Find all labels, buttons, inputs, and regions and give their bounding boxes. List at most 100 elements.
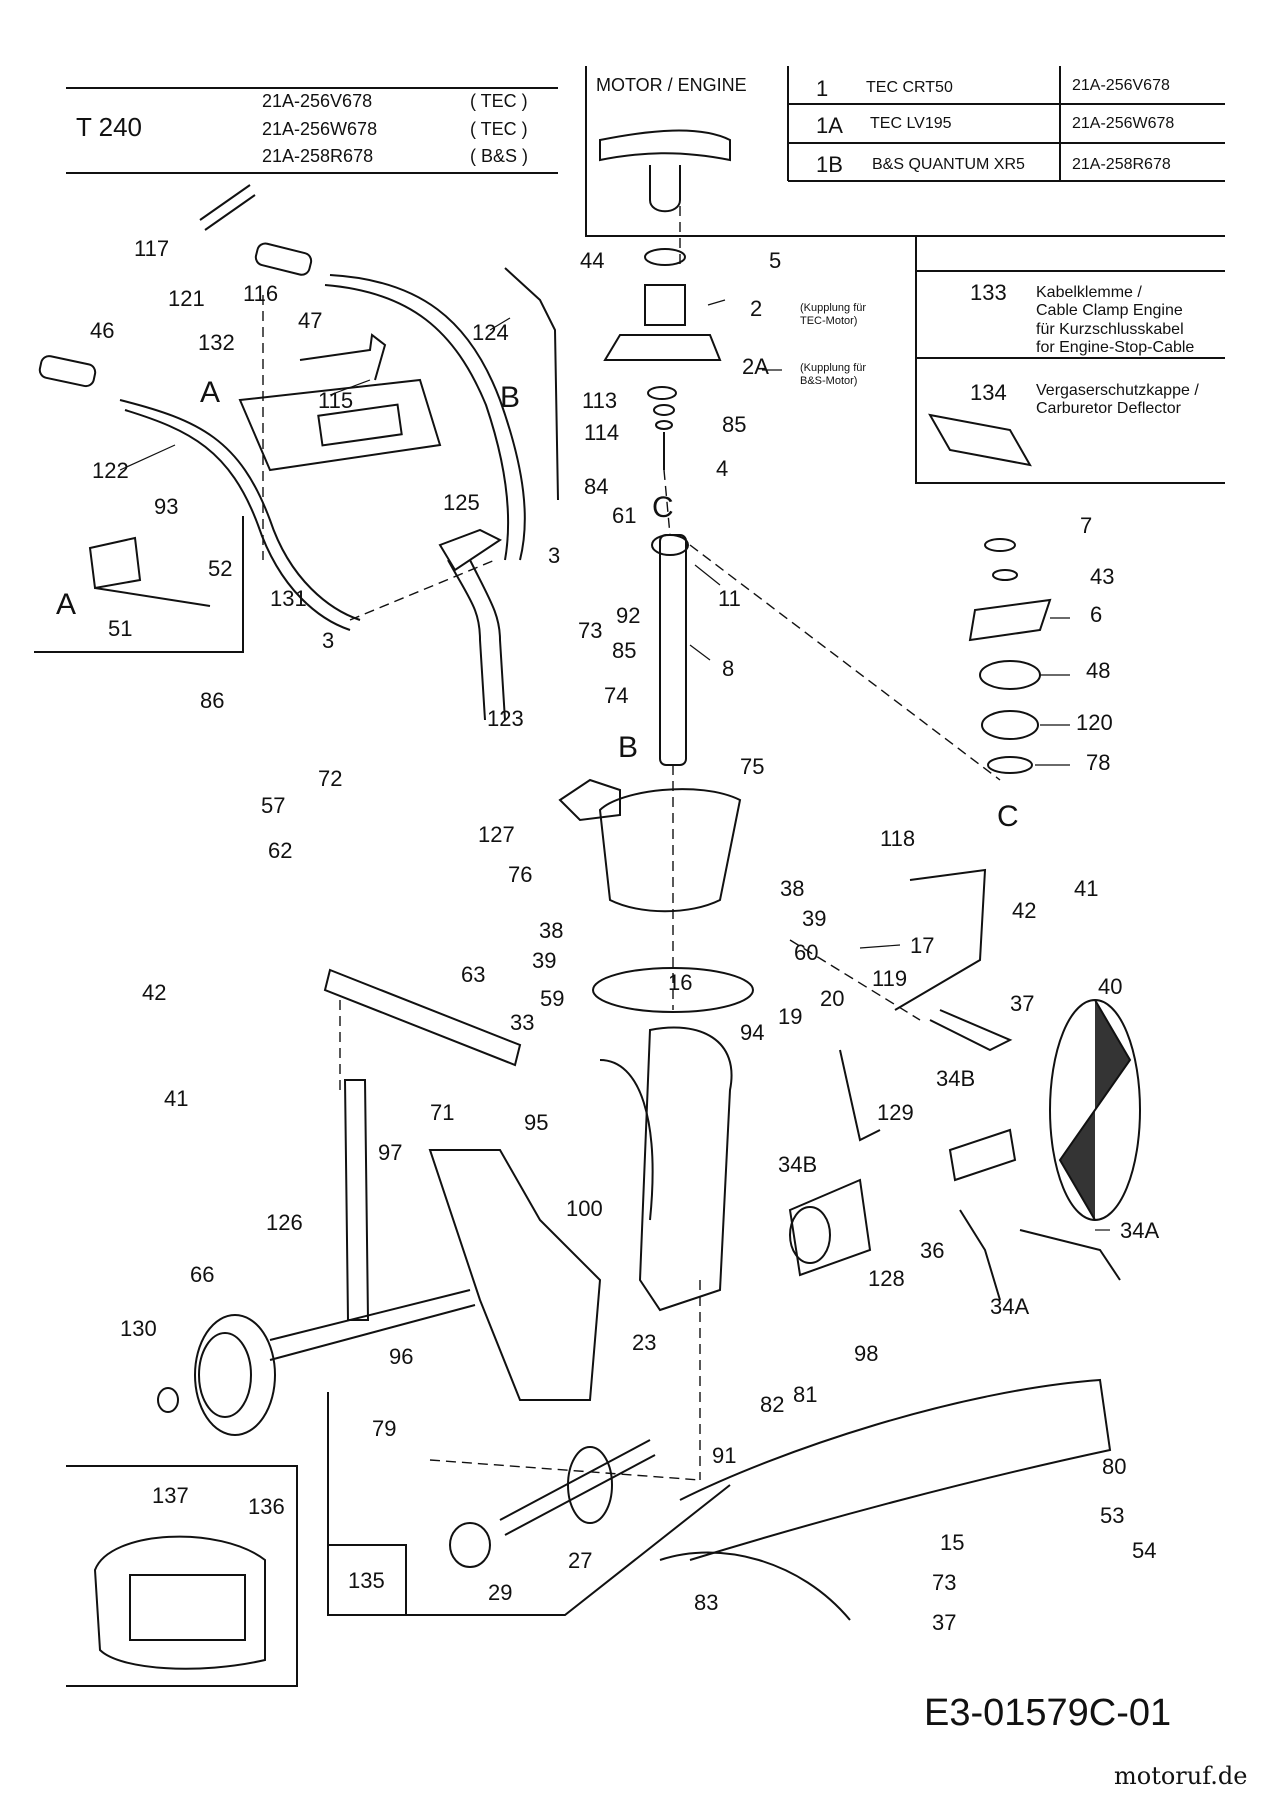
part-callout: 119 (872, 966, 908, 991)
part-callout: 34B (936, 1066, 976, 1091)
part-callout: 76 (508, 862, 533, 887)
part-callout: 66 (190, 1262, 215, 1287)
part-callout: 136 (248, 1494, 285, 1519)
coupling-note-tec: (Kupplung für TEC-Motor) (800, 302, 867, 327)
part-callout: 122 (92, 458, 129, 483)
part-callout: 48 (1086, 658, 1111, 683)
part-callout: 42 (1012, 898, 1037, 923)
section-letter: C (652, 491, 674, 524)
document-id: E3-01579C-01 (924, 1692, 1172, 1734)
part-callout: 83 (694, 1590, 719, 1615)
part-callout: 39 (532, 948, 557, 973)
part-callout: 2 (750, 296, 763, 321)
part-callout: 11 (718, 586, 741, 611)
part-callout: 39 (802, 906, 827, 931)
section-letter: B (500, 381, 521, 414)
part-callout: 73 (578, 618, 603, 643)
part-callout: 46 (90, 318, 115, 343)
part-callout: 51 (108, 616, 133, 641)
part-callout: 117 (134, 236, 170, 261)
part-callout: 127 (478, 822, 515, 847)
engine-name: B&S QUANTUM XR5 (872, 156, 1025, 173)
part-callout: 23 (632, 1330, 657, 1355)
part-callout: 75 (740, 754, 765, 779)
variant-code: 21A-256W678 (262, 119, 378, 139)
part-callout: 116 (243, 281, 279, 306)
part-callout: 113 (582, 388, 618, 413)
part-callout: 6 (1090, 602, 1103, 627)
note-ref: 133 (970, 280, 1007, 305)
part-callout: 41 (164, 1086, 189, 1111)
part-callout: 40 (1098, 974, 1123, 999)
part-callout: 72 (318, 766, 343, 791)
variant-engine: ( TEC ) (470, 119, 528, 139)
note-text: Kabelklemme / Cable Clamp Engine für Kur… (1036, 284, 1195, 357)
engine-code: 21A-258R678 (1072, 156, 1171, 173)
part-callout: 86 (200, 688, 225, 713)
part-callout: 95 (524, 1110, 549, 1135)
part-callout: 118 (880, 826, 916, 851)
coupling-note-bs: (Kupplung für B&S-Motor) (800, 362, 867, 387)
variant-code: 21A-256V678 (262, 91, 373, 111)
part-callout: 38 (780, 876, 805, 901)
part-callout: 80 (1102, 1454, 1127, 1479)
engine-ref: 1 (816, 76, 829, 101)
part-callout: 52 (208, 556, 233, 581)
part-callout: 37 (1010, 991, 1035, 1016)
part-callout: 92 (616, 603, 641, 628)
part-callout: 4 (716, 456, 729, 481)
part-callout: 130 (120, 1316, 157, 1341)
part-callout: 20 (820, 986, 845, 1011)
section-letter: A (200, 376, 221, 409)
variant-code: 21A-258R678 (262, 146, 374, 166)
part-callout: 71 (430, 1100, 455, 1125)
part-callout: 124 (472, 320, 509, 345)
part-callout: 78 (1086, 750, 1111, 775)
part-callout: 17 (910, 933, 935, 958)
part-callout: 126 (266, 1210, 303, 1235)
part-callout: 7 (1080, 513, 1093, 538)
part-callout: 61 (612, 503, 637, 528)
part-callout: 73 (932, 1570, 957, 1595)
part-callout: 2A (742, 354, 769, 379)
part-callout: 15 (940, 1530, 965, 1555)
part-callout: 37 (932, 1610, 957, 1635)
part-callout: 33 (510, 1010, 535, 1035)
watermark: motoruf.de (1114, 1762, 1248, 1790)
part-callout: 123 (487, 706, 524, 731)
part-callout: 85 (722, 412, 747, 437)
part-callout: 94 (740, 1020, 765, 1045)
part-callout: 62 (268, 838, 293, 863)
part-callout: 16 (668, 970, 693, 995)
variant-engine: ( B&S ) (470, 146, 529, 166)
part-callout: 74 (604, 683, 629, 708)
part-callout: 3 (548, 543, 561, 568)
variant-engine: ( TEC ) (470, 91, 528, 111)
part-callout: 44 (580, 248, 605, 273)
part-callout: 34A (990, 1294, 1030, 1319)
part-callout: 96 (389, 1344, 414, 1369)
part-callout: 131 (270, 586, 307, 611)
part-callout: 5 (769, 248, 782, 273)
engine-code: 21A-256W678 (1072, 115, 1175, 132)
part-callout: 38 (539, 918, 564, 943)
part-callout: 60 (794, 940, 819, 965)
part-callout: 115 (318, 388, 354, 413)
part-callout: 3 (322, 628, 335, 653)
part-callout: 100 (566, 1196, 603, 1221)
part-callout: 121 (168, 286, 205, 311)
part-callout: 8 (722, 656, 735, 681)
part-callout: 132 (198, 330, 235, 355)
section-letter: A (56, 588, 77, 621)
part-callout: 120 (1076, 710, 1113, 735)
part-callout: 63 (461, 962, 486, 987)
engine-name: TEC CRT50 (866, 79, 953, 96)
part-callout: 36 (920, 1238, 945, 1263)
part-callout: 85 (612, 638, 637, 663)
part-callout: 57 (261, 793, 286, 818)
part-callout: 97 (378, 1140, 403, 1165)
part-callout: 29 (488, 1580, 513, 1605)
part-callout: 59 (540, 986, 565, 1011)
